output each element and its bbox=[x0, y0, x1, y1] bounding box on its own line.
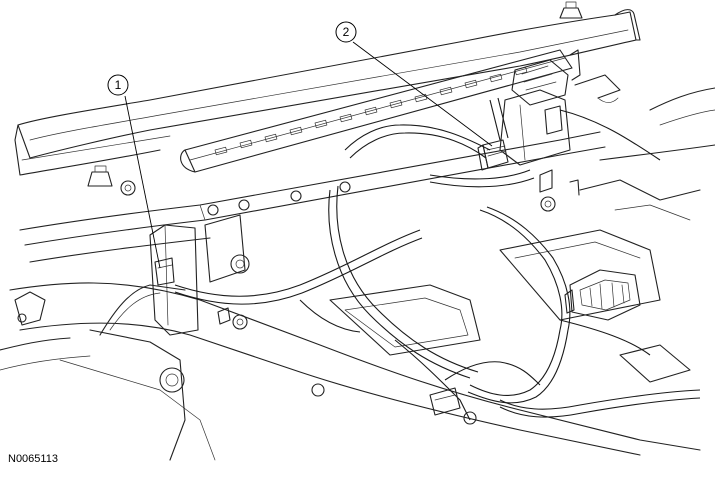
wire-harness bbox=[174, 97, 701, 421]
seat-frame-crossbar bbox=[19, 131, 606, 263]
left-frame-edge bbox=[0, 284, 186, 371]
seat-back-panel bbox=[14, 1, 641, 187]
callout-1: 1 bbox=[107, 74, 161, 269]
left-bracket bbox=[149, 214, 250, 336]
callout-2: 2 bbox=[335, 21, 493, 147]
harness-connector-right bbox=[564, 269, 641, 321]
airbag-module-strip bbox=[180, 49, 573, 173]
right-bracket bbox=[499, 49, 621, 166]
callout-2-label: 2 bbox=[343, 25, 350, 39]
figure-id: N0065113 bbox=[8, 453, 58, 465]
seat-base-frame bbox=[9, 87, 715, 461]
callout-1-label: 1 bbox=[115, 78, 122, 92]
floor-clip bbox=[217, 307, 461, 416]
